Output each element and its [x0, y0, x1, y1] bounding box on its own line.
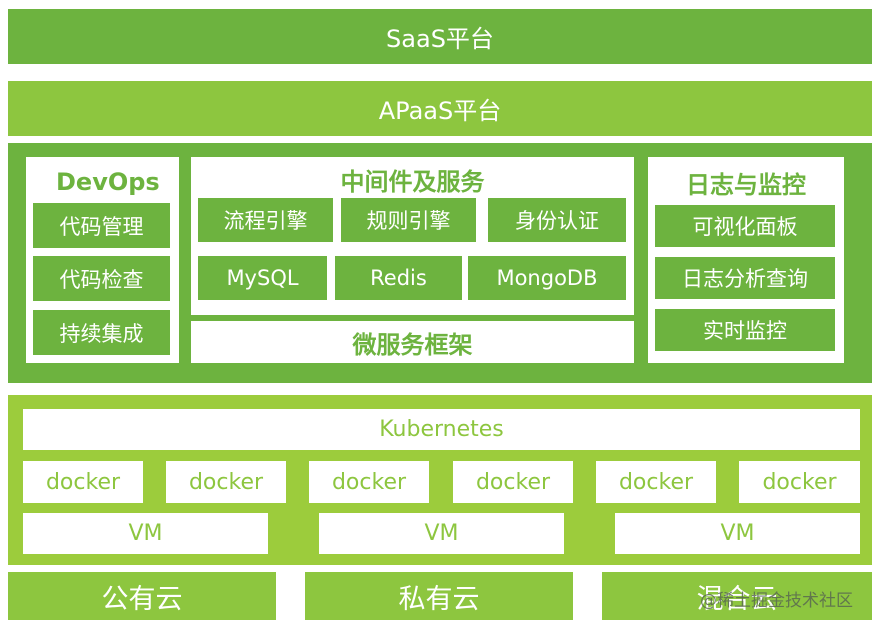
kubernetes-bar: Kubernetes [23, 409, 860, 450]
logging-title: 日志与监控 [686, 170, 806, 199]
logging-realtime-monitoring: 实时监控 [655, 309, 835, 351]
private-cloud: 私有云 [305, 572, 573, 620]
devops-item-continuous-integration: 持续集成 [33, 310, 170, 355]
logging-visual-dashboard: 可视化面板 [655, 205, 835, 247]
vm-box-2: VM [319, 513, 564, 554]
middleware-identity-auth: 身份认证 [488, 198, 626, 242]
docker-box-1: docker [23, 461, 143, 503]
docker-box-5: docker [596, 461, 716, 503]
devops-item-code-inspection: 代码检查 [33, 256, 170, 301]
apaas-platform-band: APaaS平台 [8, 81, 872, 136]
watermark-text: @稀土掘金技术社区 [700, 590, 853, 611]
hybrid-cloud: 混合云 [602, 572, 872, 620]
apaas-platform-label: APaaS平台 [378, 97, 502, 125]
logging-log-analysis: 日志分析查询 [655, 257, 835, 299]
vm-box-1: VM [23, 513, 268, 554]
middleware-rules-engine: 规则引擎 [341, 198, 476, 242]
microservice-framework: 微服务框架 [191, 321, 634, 363]
vm-box-3: VM [615, 513, 860, 554]
devops-title: DevOps [56, 168, 160, 196]
devops-item-code-management: 代码管理 [33, 203, 170, 248]
middleware-mysql: MySQL [198, 256, 327, 300]
middleware-workflow-engine: 流程引擎 [198, 198, 333, 242]
docker-box-6: docker [739, 461, 860, 503]
docker-box-2: docker [166, 461, 286, 503]
middleware-mongodb: MongoDB [468, 256, 626, 300]
public-cloud: 公有云 [8, 572, 276, 620]
middleware-title: 中间件及服务 [340, 167, 485, 196]
saas-platform-label: SaaS平台 [386, 25, 494, 53]
saas-platform-band: SaaS平台 [8, 9, 872, 64]
docker-box-4: docker [453, 461, 573, 503]
middleware-redis: Redis [335, 256, 462, 300]
docker-box-3: docker [309, 461, 429, 503]
